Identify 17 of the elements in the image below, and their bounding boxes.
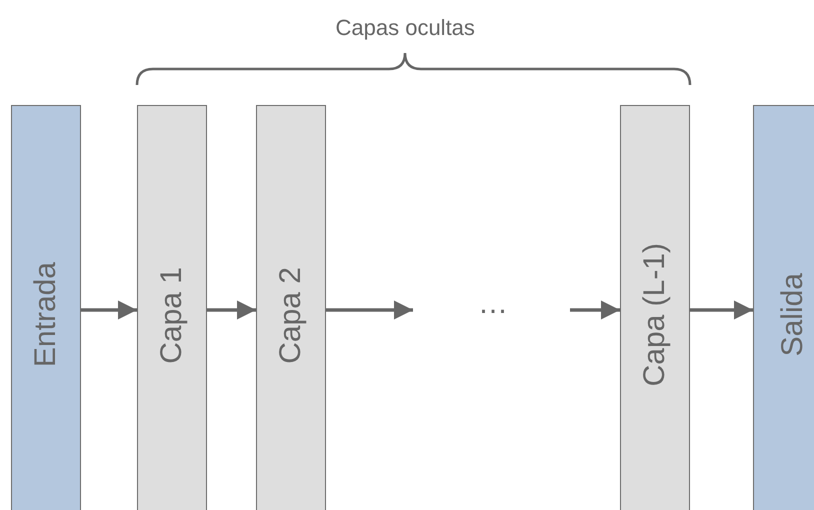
layer-label: Capa 1 (155, 266, 189, 364)
layer-bar (11, 105, 81, 510)
layer-label: Capa (L-1) (638, 243, 672, 387)
ellipsis: … (478, 287, 508, 321)
arrow (81, 300, 137, 320)
arrow (690, 300, 753, 320)
hidden-layer-bar (137, 105, 207, 510)
arrow (326, 300, 413, 320)
arrow (207, 300, 256, 320)
hidden-layer-bar (256, 105, 326, 510)
arrow (570, 300, 620, 320)
layer-label: Entrada (29, 262, 63, 368)
layer-label: Salida (776, 273, 810, 357)
group-label: Capas ocultas (336, 15, 475, 41)
hidden-layer-bar (620, 105, 690, 510)
layer-label: Capa 2 (274, 266, 308, 364)
layer-bar (753, 105, 814, 510)
